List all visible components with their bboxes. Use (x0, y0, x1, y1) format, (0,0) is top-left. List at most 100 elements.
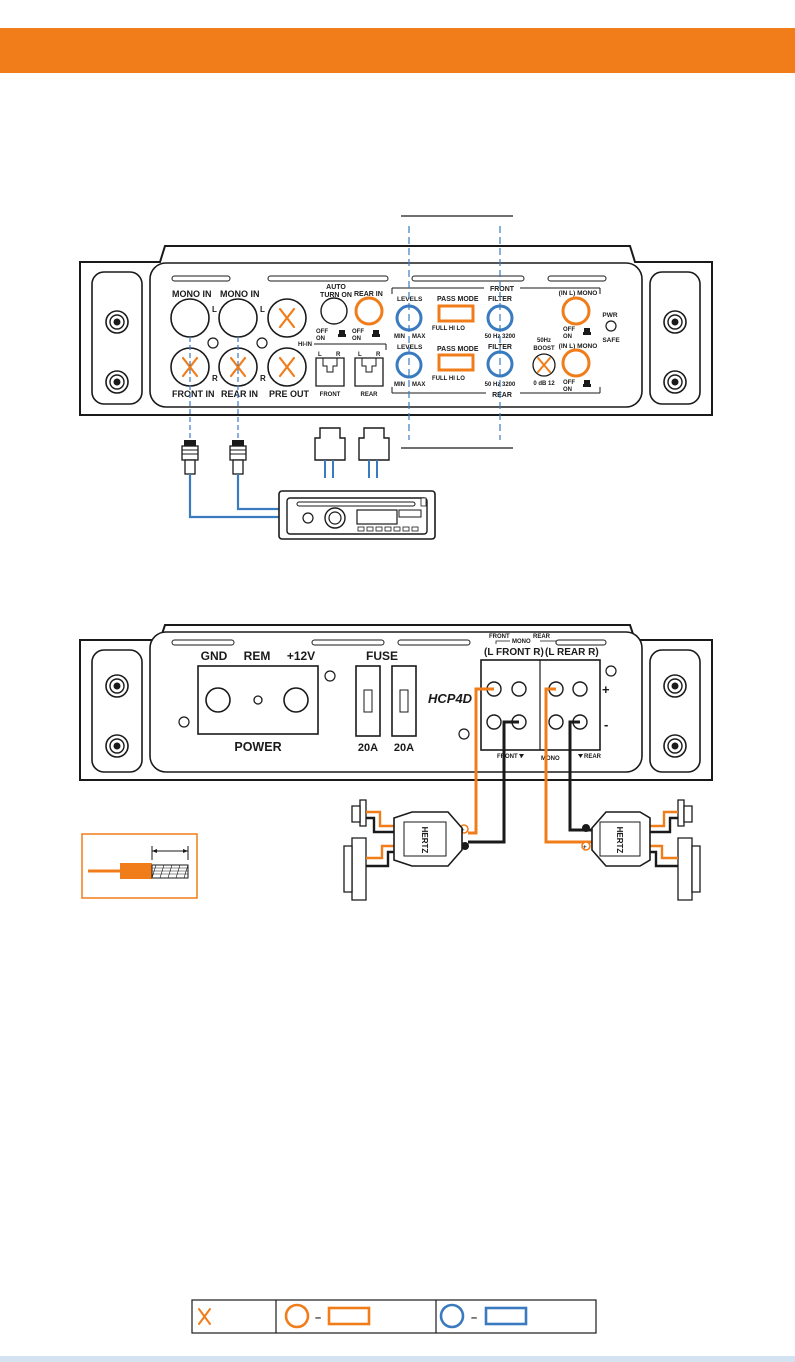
speaker-brand-label: HERTZ (420, 827, 429, 854)
in-l-mono-label: (IN L) MONO (559, 290, 598, 297)
front-mono-switch[interactable] (561, 296, 591, 326)
switch-pushed-icon (583, 328, 591, 335)
terminal-plus-label: + (461, 828, 465, 834)
on-label: ON (316, 336, 325, 342)
minus-label: - (604, 717, 608, 732)
plus-label: + (602, 682, 610, 697)
screw-icon (105, 370, 129, 394)
rca-plug-right (229, 440, 247, 475)
off-label: OFF (563, 380, 575, 386)
bottom-front-label: FRONT (497, 754, 518, 760)
not-used-marker-icon (181, 307, 296, 378)
hi-in-front-label: FRONT (320, 392, 341, 398)
hi-level-plug-rear (358, 427, 390, 478)
orange-switch-icon (327, 1306, 371, 1326)
amplifier-power-panel: GND REM +12V POWER FUSE 20A 20A HCP4D FR… (79, 624, 713, 781)
auto-turn-on-switch[interactable] (320, 297, 348, 325)
rear-right-plus-terminal[interactable] (572, 681, 588, 697)
mono-in-left-jack[interactable] (170, 298, 210, 338)
channel-r-label: R (376, 352, 381, 358)
channel-l-label: L (358, 352, 362, 358)
levels-label: LEVELS (397, 296, 423, 303)
car-radio-head-unit (278, 490, 436, 540)
header-bar (0, 28, 795, 73)
left-speaker-kit: HERTZ (343, 799, 463, 901)
front-pass-mode-switch[interactable] (437, 304, 475, 323)
boost-range-label: 0 dB 12 (533, 381, 555, 387)
off-label: OFF (563, 327, 575, 333)
screw-icon (663, 370, 687, 394)
front-in-label: FRONT IN (172, 389, 215, 399)
rem-terminal[interactable] (253, 695, 263, 705)
legend-dash: – (315, 1312, 321, 1324)
switch-pushed-icon (338, 330, 346, 337)
hi-in-label: HI-IN (298, 342, 312, 348)
rear-mono-switch[interactable] (561, 348, 591, 378)
blue-control-icon (439, 1303, 465, 1329)
boost-label: 50Hz (537, 338, 551, 344)
screw-icon (105, 310, 129, 334)
hi-level-plug-front (314, 427, 346, 478)
rear-group-label: REAR (492, 392, 512, 399)
rear-in-switch-label: REAR IN (354, 291, 383, 298)
gnd-label: GND (201, 649, 228, 663)
front-right-plus-terminal[interactable] (511, 681, 527, 697)
min-label: MIN (394, 334, 405, 340)
gnd-terminal[interactable] (205, 687, 231, 713)
rca-plug-left (181, 440, 199, 475)
bridge-mono-label: MONO (512, 639, 531, 645)
model-label: HCP4D (428, 691, 473, 706)
channel-r-label: R (260, 374, 266, 383)
pass-mode-options: FULL HI LO (432, 376, 465, 382)
off-label: OFF (316, 329, 328, 335)
legend: – – (191, 1299, 597, 1334)
fuse-1[interactable] (355, 665, 381, 737)
not-used-marker-icon (537, 357, 551, 373)
hi-in-rear-label: REAR (360, 392, 378, 398)
in-l-mono-label: (IN L) MONO (559, 343, 598, 350)
front-channels-label: (L FRONT R) (484, 647, 544, 658)
pre-out-label: PRE OUT (269, 389, 310, 399)
rear-in-switch[interactable] (354, 296, 384, 326)
levels-label: LEVELS (397, 344, 423, 351)
mono-in-left-label: MONO IN (172, 289, 212, 299)
terminal-plus-label: + (583, 845, 587, 851)
footer-bar (0, 1356, 795, 1362)
screw-icon (663, 734, 687, 758)
fuse-rating-label: 20A (358, 742, 378, 754)
pass-mode-label: PASS MODE (437, 296, 479, 303)
mono-in-right-label: MONO IN (220, 289, 260, 299)
channel-l-label: L (318, 352, 322, 358)
max-label: MAX (412, 382, 425, 388)
plus-12v-terminal[interactable] (283, 687, 309, 713)
rear-channels-label: (L REAR R) (545, 647, 599, 658)
bottom-mono-label: MONO (541, 756, 560, 762)
boost-label: BOOST (533, 346, 555, 352)
rear-pass-mode-switch[interactable] (437, 353, 475, 372)
on-label: ON (563, 387, 572, 393)
mono-in-right-jack[interactable] (218, 298, 258, 338)
rear-left-minus-terminal[interactable] (548, 714, 564, 730)
front-group-label: FRONT (490, 286, 515, 293)
screw-icon (663, 674, 687, 698)
rem-label: REM (244, 649, 271, 663)
blue-switch-icon (484, 1306, 528, 1326)
orange-control-icon (284, 1303, 310, 1329)
on-label: ON (563, 334, 572, 340)
right-speaker-kit: HERTZ (591, 799, 701, 901)
safe-label: SAFE (602, 337, 620, 344)
auto-turn-on-label: TURN ON (320, 292, 352, 299)
pwr-label: PWR (602, 312, 617, 319)
switch-pushed-icon (372, 330, 380, 337)
power-led-icon (605, 320, 617, 332)
channel-r-label: R (212, 374, 218, 383)
channel-l-label: L (260, 305, 265, 314)
screw-icon (663, 310, 687, 334)
min-label: MIN (394, 382, 405, 388)
filter-label: FILTER (488, 296, 512, 303)
front-left-minus-terminal[interactable] (486, 714, 502, 730)
power-label: POWER (234, 740, 281, 754)
wire-strip-detail (81, 833, 198, 899)
rear-in-label: REAR IN (221, 389, 258, 399)
channel-l-label: L (212, 305, 217, 314)
